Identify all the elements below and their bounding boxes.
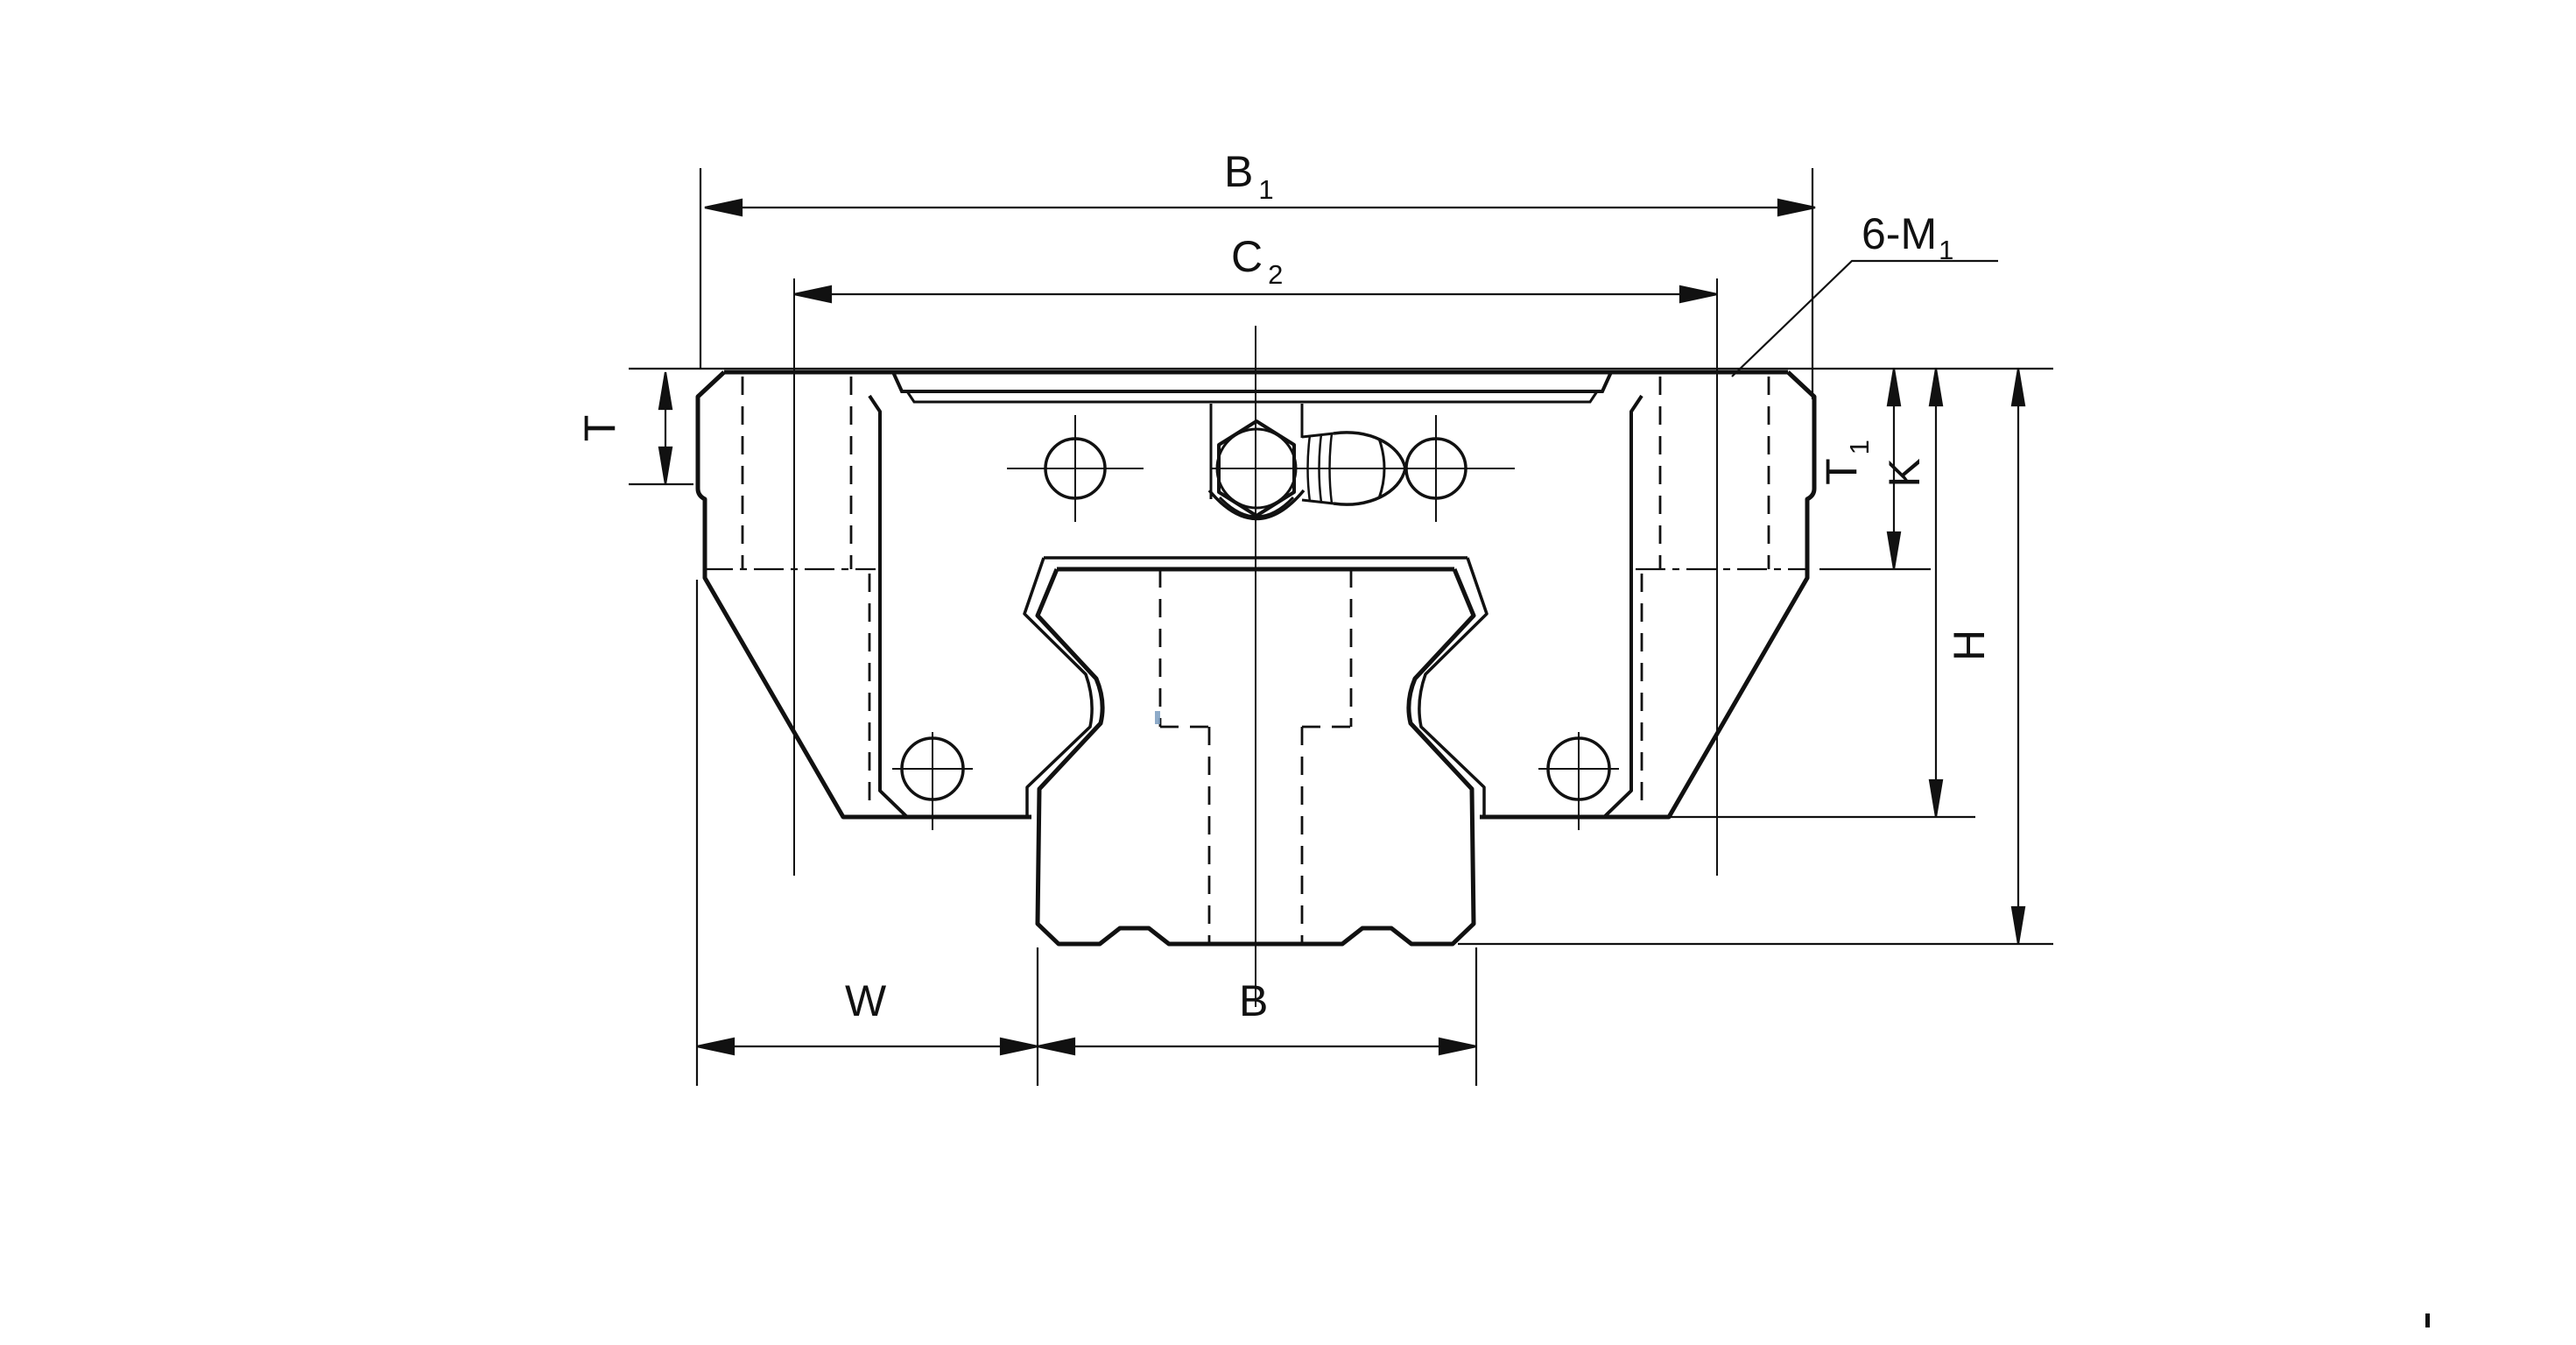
seal-plate-lines — [891, 371, 1613, 404]
blue-artifact — [1155, 711, 1160, 724]
dim-label-w: W — [845, 976, 887, 1025]
dim-h: H — [1945, 368, 2026, 945]
lower-right-hole — [1546, 736, 1611, 801]
dim-t1: T1 — [1817, 368, 1902, 570]
dim-b: B — [1037, 976, 1477, 1056]
thread-callout: 6-M1 — [1731, 209, 1998, 377]
dim-label-t: T — [575, 415, 624, 442]
dim-t: T — [575, 371, 673, 485]
grease-nipple — [1207, 404, 1407, 521]
centerlines — [793, 278, 1718, 1007]
thread-callout-label: 6-M1 — [1862, 209, 1953, 265]
nipple-collar — [1207, 489, 1306, 521]
block-cavity-lines — [1023, 556, 1489, 817]
dim-label-k: K — [1880, 458, 1929, 487]
dim-w: W — [696, 976, 1038, 1056]
rail-profile — [1035, 567, 1476, 947]
dim-label-t1: T1 — [1817, 440, 1875, 485]
nipple-hex-circle — [1215, 427, 1298, 510]
bolt-holes — [900, 437, 1611, 801]
lower-left-hole — [900, 736, 965, 801]
extension-lines — [629, 168, 2053, 1086]
nipple-tip — [1333, 431, 1407, 506]
hidden-lines — [741, 377, 1770, 944]
rail-cross-section — [1035, 568, 1476, 947]
upper-left-hole — [1044, 437, 1107, 500]
dim-k: K — [1880, 368, 1944, 818]
dim-label-h: H — [1945, 630, 1994, 661]
stray-mark — [2425, 1313, 2430, 1327]
pocket-walls — [868, 394, 1643, 819]
dim-label-b: B — [1239, 976, 1268, 1025]
